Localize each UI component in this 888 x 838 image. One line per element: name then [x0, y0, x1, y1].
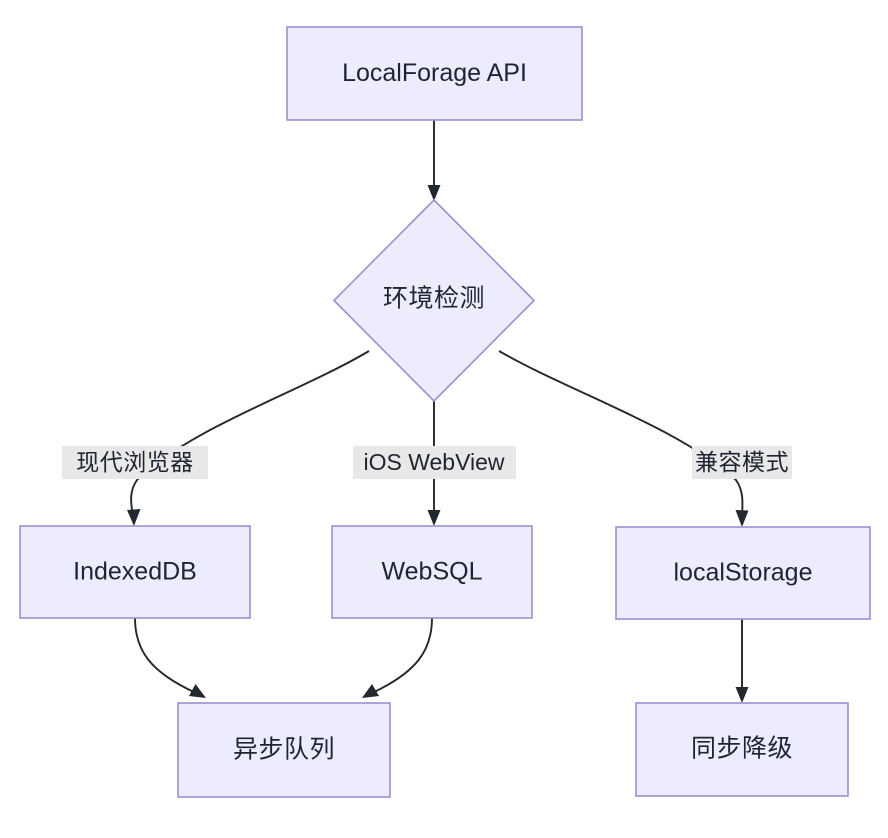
node-label: localStorage: [674, 559, 813, 587]
edge-detect-to-localstorage: [498, 350, 749, 527]
edge-label-ios-webview: iOS WebView: [353, 446, 516, 479]
edge-websql-to-asyncqueue: [362, 617, 433, 698]
node-rect[interactable]: [19, 525, 251, 619]
node-rect[interactable]: [177, 702, 391, 798]
node-label: IndexedDB: [73, 558, 197, 586]
node-diamond[interactable]: [332, 198, 536, 403]
edge-detect-to-indexeddb: [127, 350, 370, 526]
node-environment-detection[interactable]: 环境检测: [332, 198, 536, 403]
node-indexeddb[interactable]: IndexedDB: [19, 525, 251, 619]
arrow-head-icon: [735, 510, 749, 527]
edge-line: [498, 350, 744, 517]
edge-label-layer: 现代浏览器 iOS WebView 兼容模式: [62, 446, 792, 479]
node-sync-fallback[interactable]: 同步降级: [635, 702, 849, 797]
node-rect[interactable]: [615, 526, 871, 620]
node-websql[interactable]: WebSQL: [331, 525, 533, 619]
edge-localstorage-to-syncfallback: [735, 619, 749, 703]
edge-line: [130, 350, 370, 517]
node-rect[interactable]: [331, 525, 533, 619]
node-rect[interactable]: [635, 702, 849, 797]
arrow-head-icon: [427, 510, 441, 526]
edge-line: [134, 617, 197, 694]
arrow-head-icon: [735, 687, 749, 703]
node-label: WebSQL: [382, 558, 483, 586]
arrow-head-icon: [189, 684, 206, 698]
node-localstorage[interactable]: localStorage: [615, 526, 871, 620]
arrow-head-icon: [127, 509, 141, 526]
edge-label-text: 兼容模式: [695, 449, 789, 475]
arrow-head-icon: [362, 684, 379, 698]
edge-line: [371, 617, 433, 694]
node-label: 异步队列: [233, 736, 335, 764]
edge-label-modern-browser: 现代浏览器: [62, 446, 208, 479]
edge-label-compat-mode: 兼容模式: [692, 446, 792, 479]
edge-label-text: iOS WebView: [363, 449, 504, 475]
edge-api-to-detect: [427, 120, 441, 201]
node-localforage-api[interactable]: LocalForage API: [286, 26, 583, 121]
edge-label-background: [692, 446, 792, 479]
edge-label-background: [62, 446, 208, 479]
node-label: 环境检测: [383, 285, 485, 313]
edge-label-text: 现代浏览器: [76, 449, 194, 475]
node-async-queue[interactable]: 异步队列: [177, 702, 391, 798]
arrow-head-icon: [427, 185, 441, 201]
edge-label-background: [353, 446, 516, 479]
node-label: LocalForage API: [342, 59, 527, 87]
node-label: 同步降级: [691, 735, 793, 763]
edge-indexeddb-to-asyncqueue: [134, 617, 206, 698]
node-layer: LocalForage API 环境检测 IndexedDB WebSQL lo…: [19, 26, 871, 798]
node-rect[interactable]: [286, 26, 583, 121]
